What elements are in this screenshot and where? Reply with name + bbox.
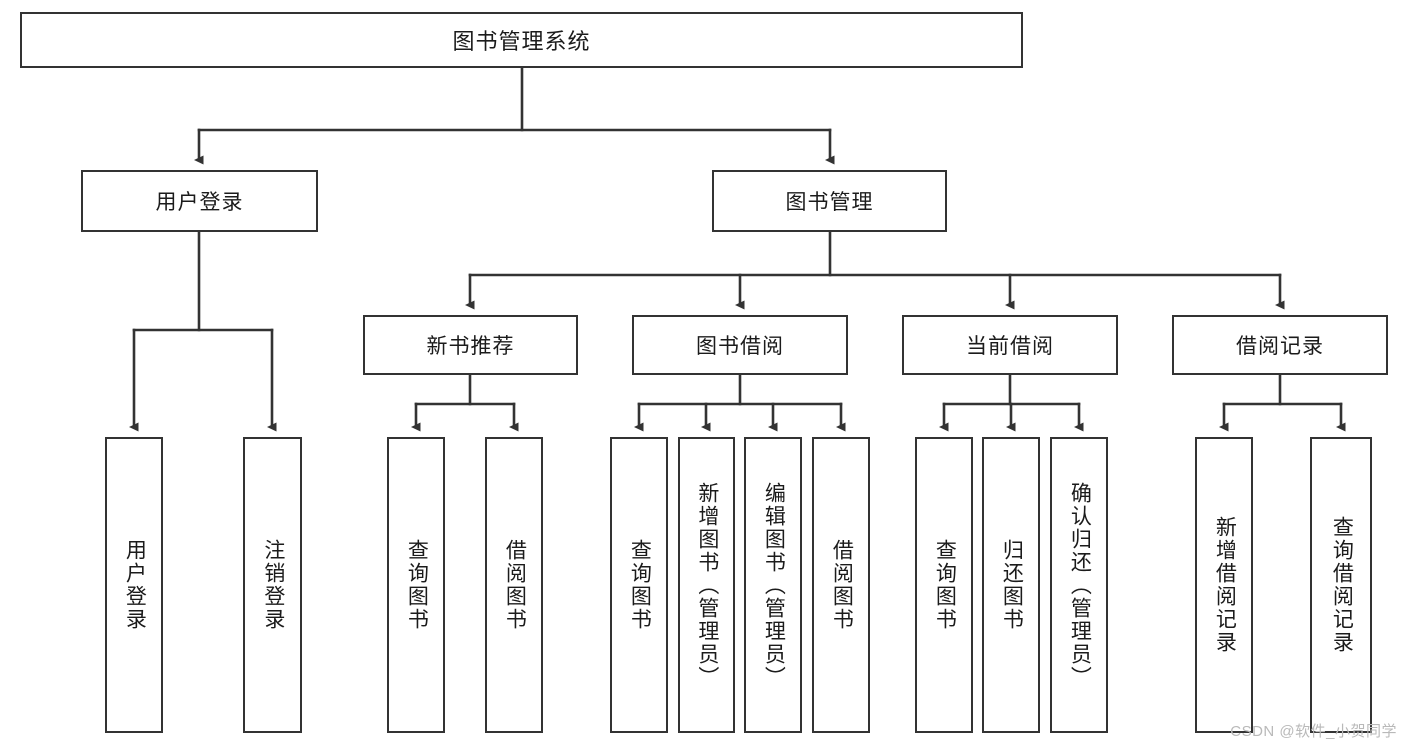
node-leaf-user-login-label: 用户登录 xyxy=(123,539,147,631)
node-leaf-query-borrow-record[interactable]: 查询借阅记录 xyxy=(1310,437,1372,733)
node-root[interactable]: 图书管理系统 xyxy=(20,12,1023,68)
node-leaf-add-borrow-record-label: 新增借阅记录 xyxy=(1213,516,1237,654)
node-leaf-query-book-borrow[interactable]: 查询图书 xyxy=(610,437,668,733)
node-book-manage[interactable]: 图书管理 xyxy=(712,170,947,232)
node-borrow-record[interactable]: 借阅记录 xyxy=(1172,315,1388,375)
node-leaf-edit-book-admin[interactable]: 编辑图书（管理员） xyxy=(744,437,802,733)
node-new-book-rec[interactable]: 新书推荐 xyxy=(363,315,578,375)
node-leaf-user-login[interactable]: 用户登录 xyxy=(105,437,163,733)
node-leaf-query-book-borrow-label: 查询图书 xyxy=(628,539,652,631)
node-book-borrow-label: 图书借阅 xyxy=(696,335,784,358)
node-leaf-add-borrow-record[interactable]: 新增借阅记录 xyxy=(1195,437,1253,733)
node-root-label: 图书管理系统 xyxy=(452,29,591,54)
node-leaf-borrow-book-label: 借阅图书 xyxy=(830,539,854,631)
node-leaf-confirm-return-admin[interactable]: 确认归还（管理员） xyxy=(1050,437,1108,733)
node-new-book-rec-label: 新书推荐 xyxy=(426,335,515,358)
node-leaf-user-logout[interactable]: 注销登录 xyxy=(243,437,302,733)
node-leaf-query-borrow-record-label: 查询借阅记录 xyxy=(1330,516,1354,654)
node-leaf-edit-book-admin-label: 编辑图书（管理员） xyxy=(762,481,786,689)
node-leaf-query-book-current[interactable]: 查询图书 xyxy=(915,437,973,733)
node-leaf-borrow-book-rec-label: 借阅图书 xyxy=(503,539,527,631)
node-leaf-user-logout-label: 注销登录 xyxy=(261,539,285,631)
node-leaf-add-book-admin[interactable]: 新增图书（管理员） xyxy=(678,437,735,733)
node-book-borrow[interactable]: 图书借阅 xyxy=(632,315,848,375)
node-current-borrow[interactable]: 当前借阅 xyxy=(902,315,1118,375)
node-leaf-borrow-book-rec[interactable]: 借阅图书 xyxy=(485,437,543,733)
node-borrow-record-label: 借阅记录 xyxy=(1236,335,1324,358)
csdn-watermark: CSDN @软件_小贺同学 xyxy=(1230,723,1397,740)
node-leaf-return-book[interactable]: 归还图书 xyxy=(982,437,1040,733)
node-leaf-return-book-label: 归还图书 xyxy=(1000,539,1024,631)
node-leaf-query-book-rec-label: 查询图书 xyxy=(405,539,429,631)
node-user-login[interactable]: 用户登录 xyxy=(81,170,318,232)
node-book-manage-label: 图书管理 xyxy=(785,191,874,214)
node-leaf-query-book-current-label: 查询图书 xyxy=(933,539,957,631)
node-user-login-label: 用户登录 xyxy=(155,191,244,214)
node-leaf-borrow-book[interactable]: 借阅图书 xyxy=(812,437,870,733)
node-leaf-confirm-return-admin-label: 确认归还（管理员） xyxy=(1068,481,1092,689)
node-leaf-query-book-rec[interactable]: 查询图书 xyxy=(387,437,445,733)
node-current-borrow-label: 当前借阅 xyxy=(966,335,1054,358)
node-leaf-add-book-admin-label: 新增图书（管理员） xyxy=(695,481,719,689)
